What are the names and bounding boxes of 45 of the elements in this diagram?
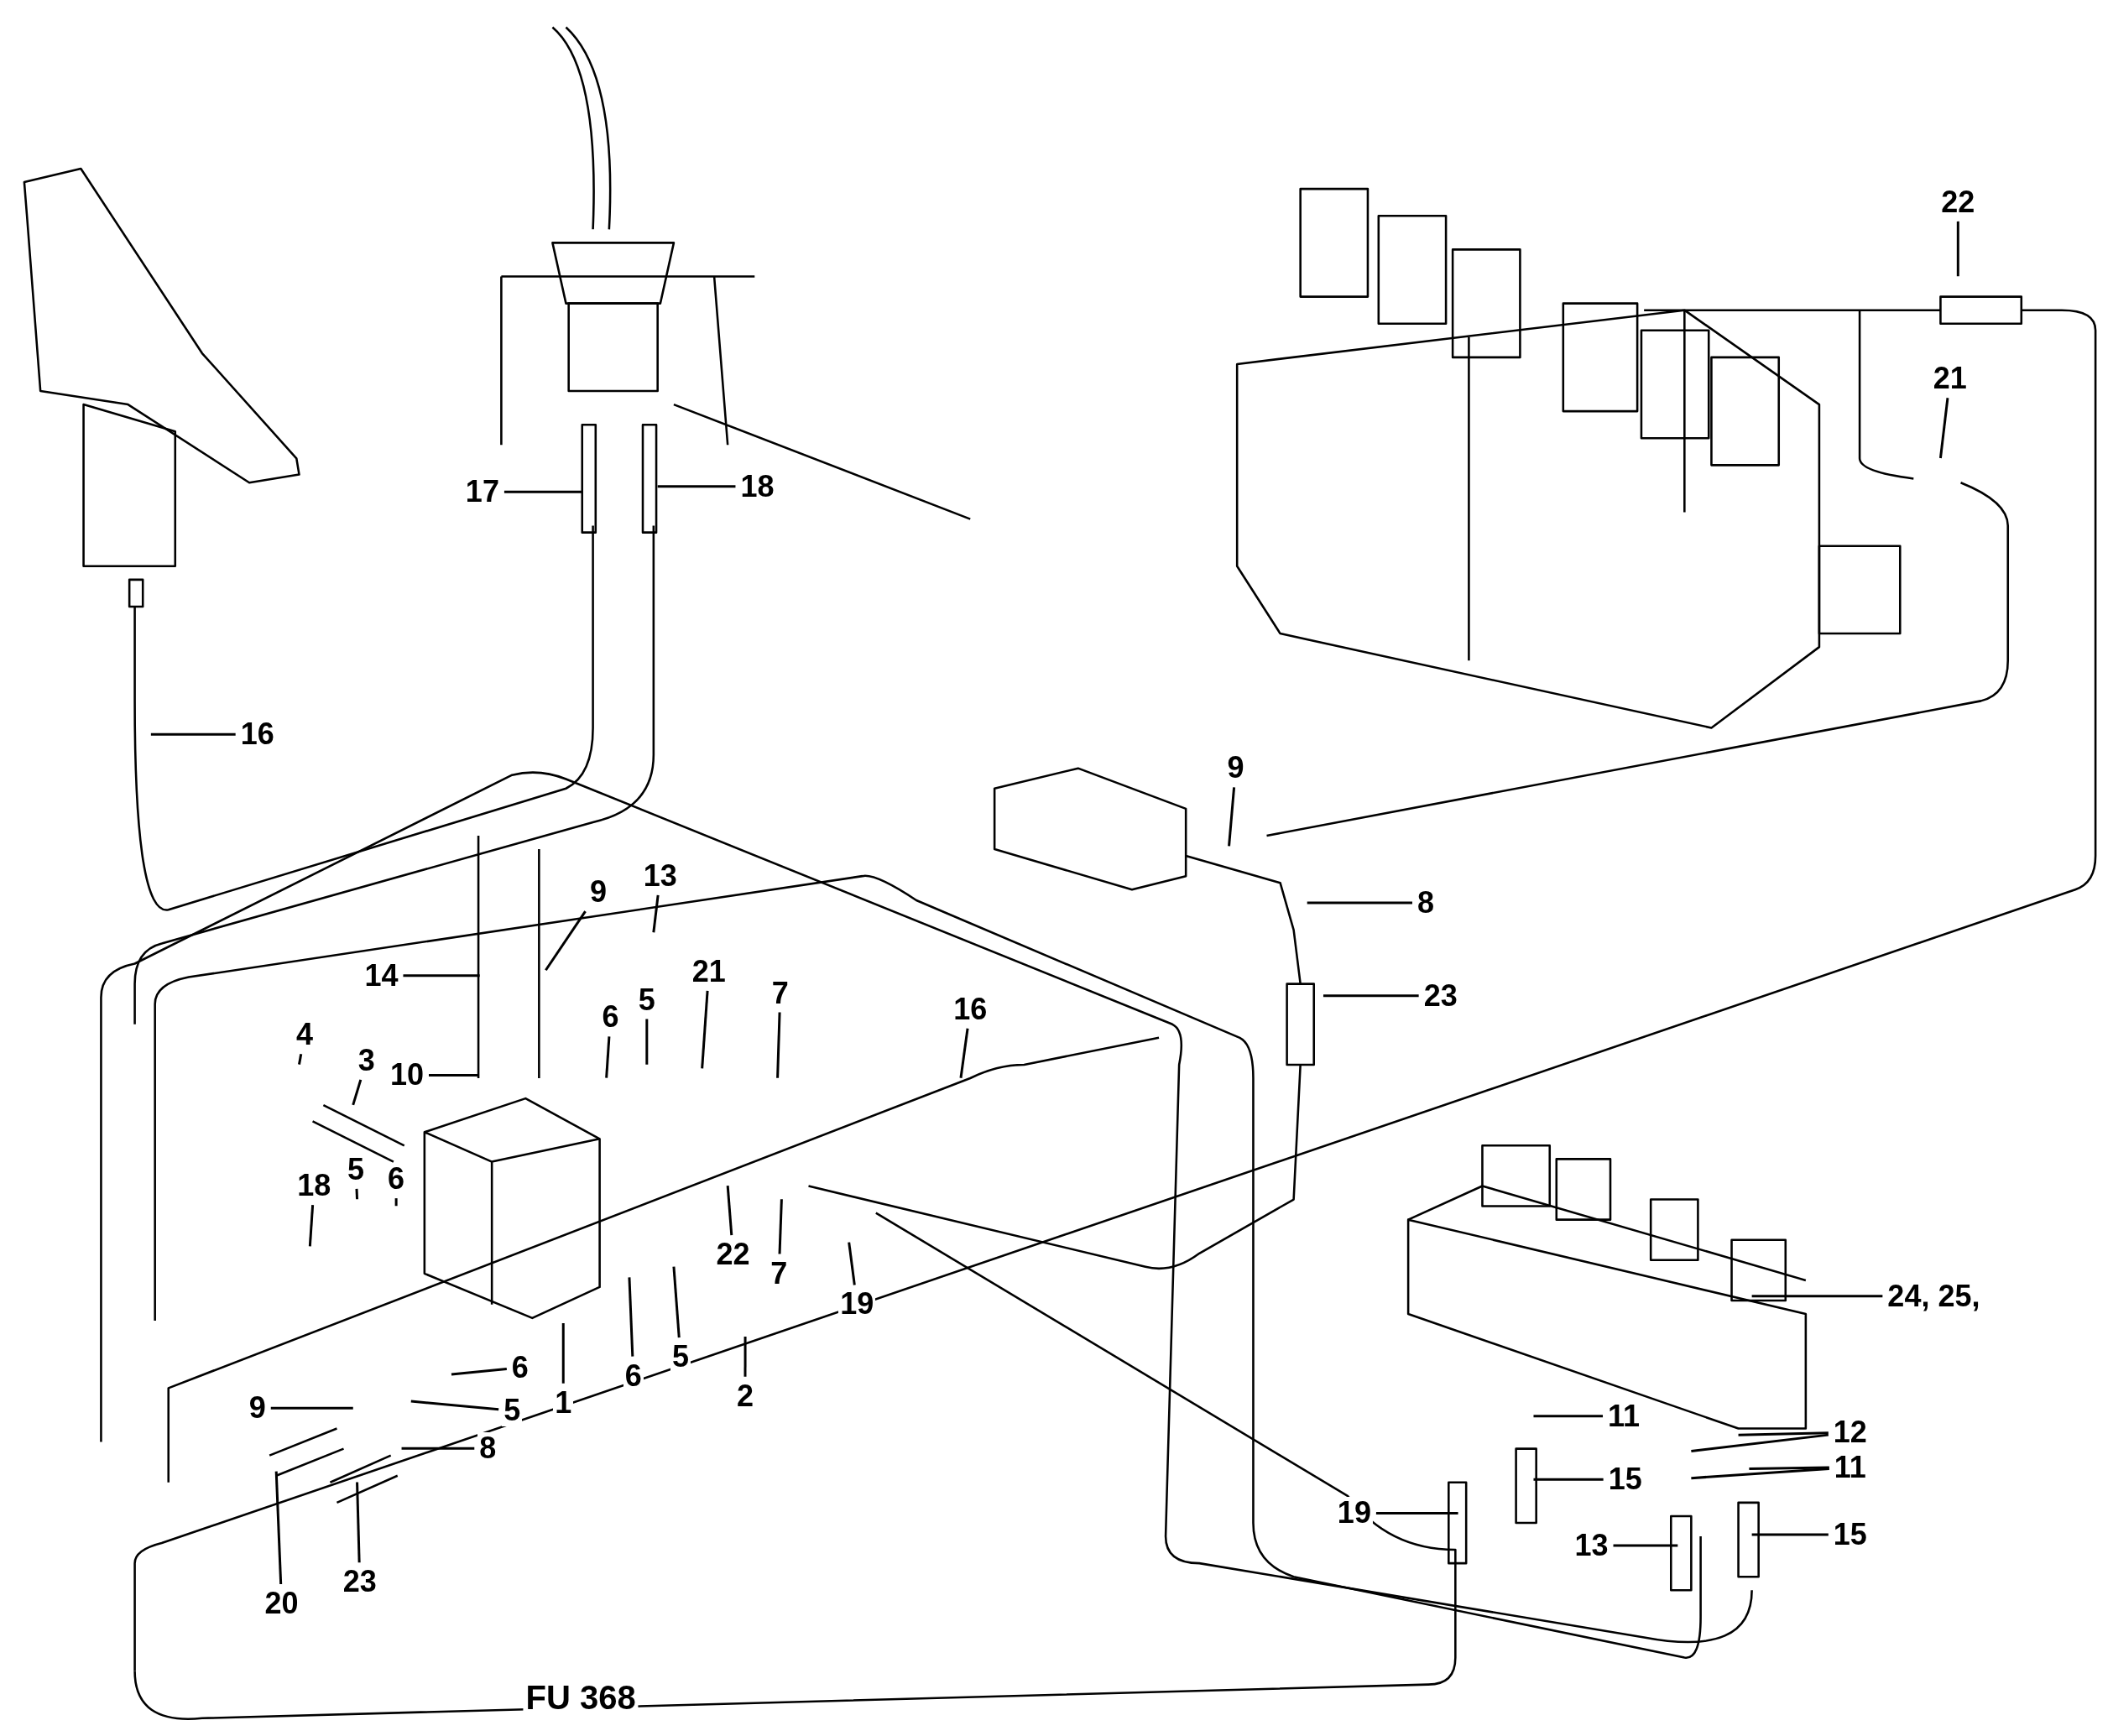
- leader-line: [403, 974, 480, 977]
- leader-line: [652, 894, 660, 933]
- leader-line: [1375, 1511, 1458, 1514]
- leader-line: [726, 1186, 733, 1236]
- leader-line: [352, 1079, 363, 1106]
- leader-line: [628, 1277, 634, 1357]
- leader-line: [270, 1406, 353, 1410]
- leader-line: [1323, 994, 1419, 998]
- leader-line: [645, 1019, 649, 1065]
- leader-line: [503, 490, 582, 493]
- leader-line: [657, 485, 736, 488]
- leader-line: [401, 1447, 475, 1450]
- leader-line: [743, 1337, 747, 1377]
- leader-line: [355, 1188, 359, 1200]
- leader-line: [1751, 1533, 1829, 1536]
- leader-line: [1307, 901, 1412, 904]
- leader-line: [1751, 1295, 1883, 1298]
- leader-line: [848, 1242, 856, 1285]
- leader-line: [274, 1471, 283, 1585]
- leader-line: [1938, 398, 1949, 459]
- leader-line: [1228, 787, 1236, 847]
- leader-line: [561, 1322, 565, 1384]
- leader-line: [959, 1028, 969, 1078]
- leader-line: [429, 1073, 479, 1077]
- leader-line: [605, 1036, 611, 1078]
- leader-line: [1749, 1466, 1829, 1470]
- leader-line: [776, 1012, 781, 1078]
- leader-line: [308, 1205, 315, 1247]
- leader-line: [410, 1400, 499, 1411]
- leader-line: [451, 1368, 507, 1376]
- leader-line: [1691, 1433, 1829, 1452]
- leader-line: [150, 732, 236, 736]
- leader-line: [701, 990, 709, 1069]
- leader-line: [672, 1266, 681, 1338]
- leader-line: [545, 910, 587, 972]
- leader-line: [1533, 1478, 1604, 1481]
- leader-line: [1613, 1544, 1678, 1547]
- leader-line: [1738, 1431, 1829, 1436]
- leader-line: [1533, 1415, 1604, 1418]
- leader-line: [1956, 221, 1959, 277]
- leader-line: [394, 1198, 398, 1207]
- leader-line: [1691, 1468, 1829, 1480]
- leader-line: [298, 1054, 303, 1065]
- leader-line: [778, 1199, 783, 1254]
- leader-line: [356, 1482, 361, 1563]
